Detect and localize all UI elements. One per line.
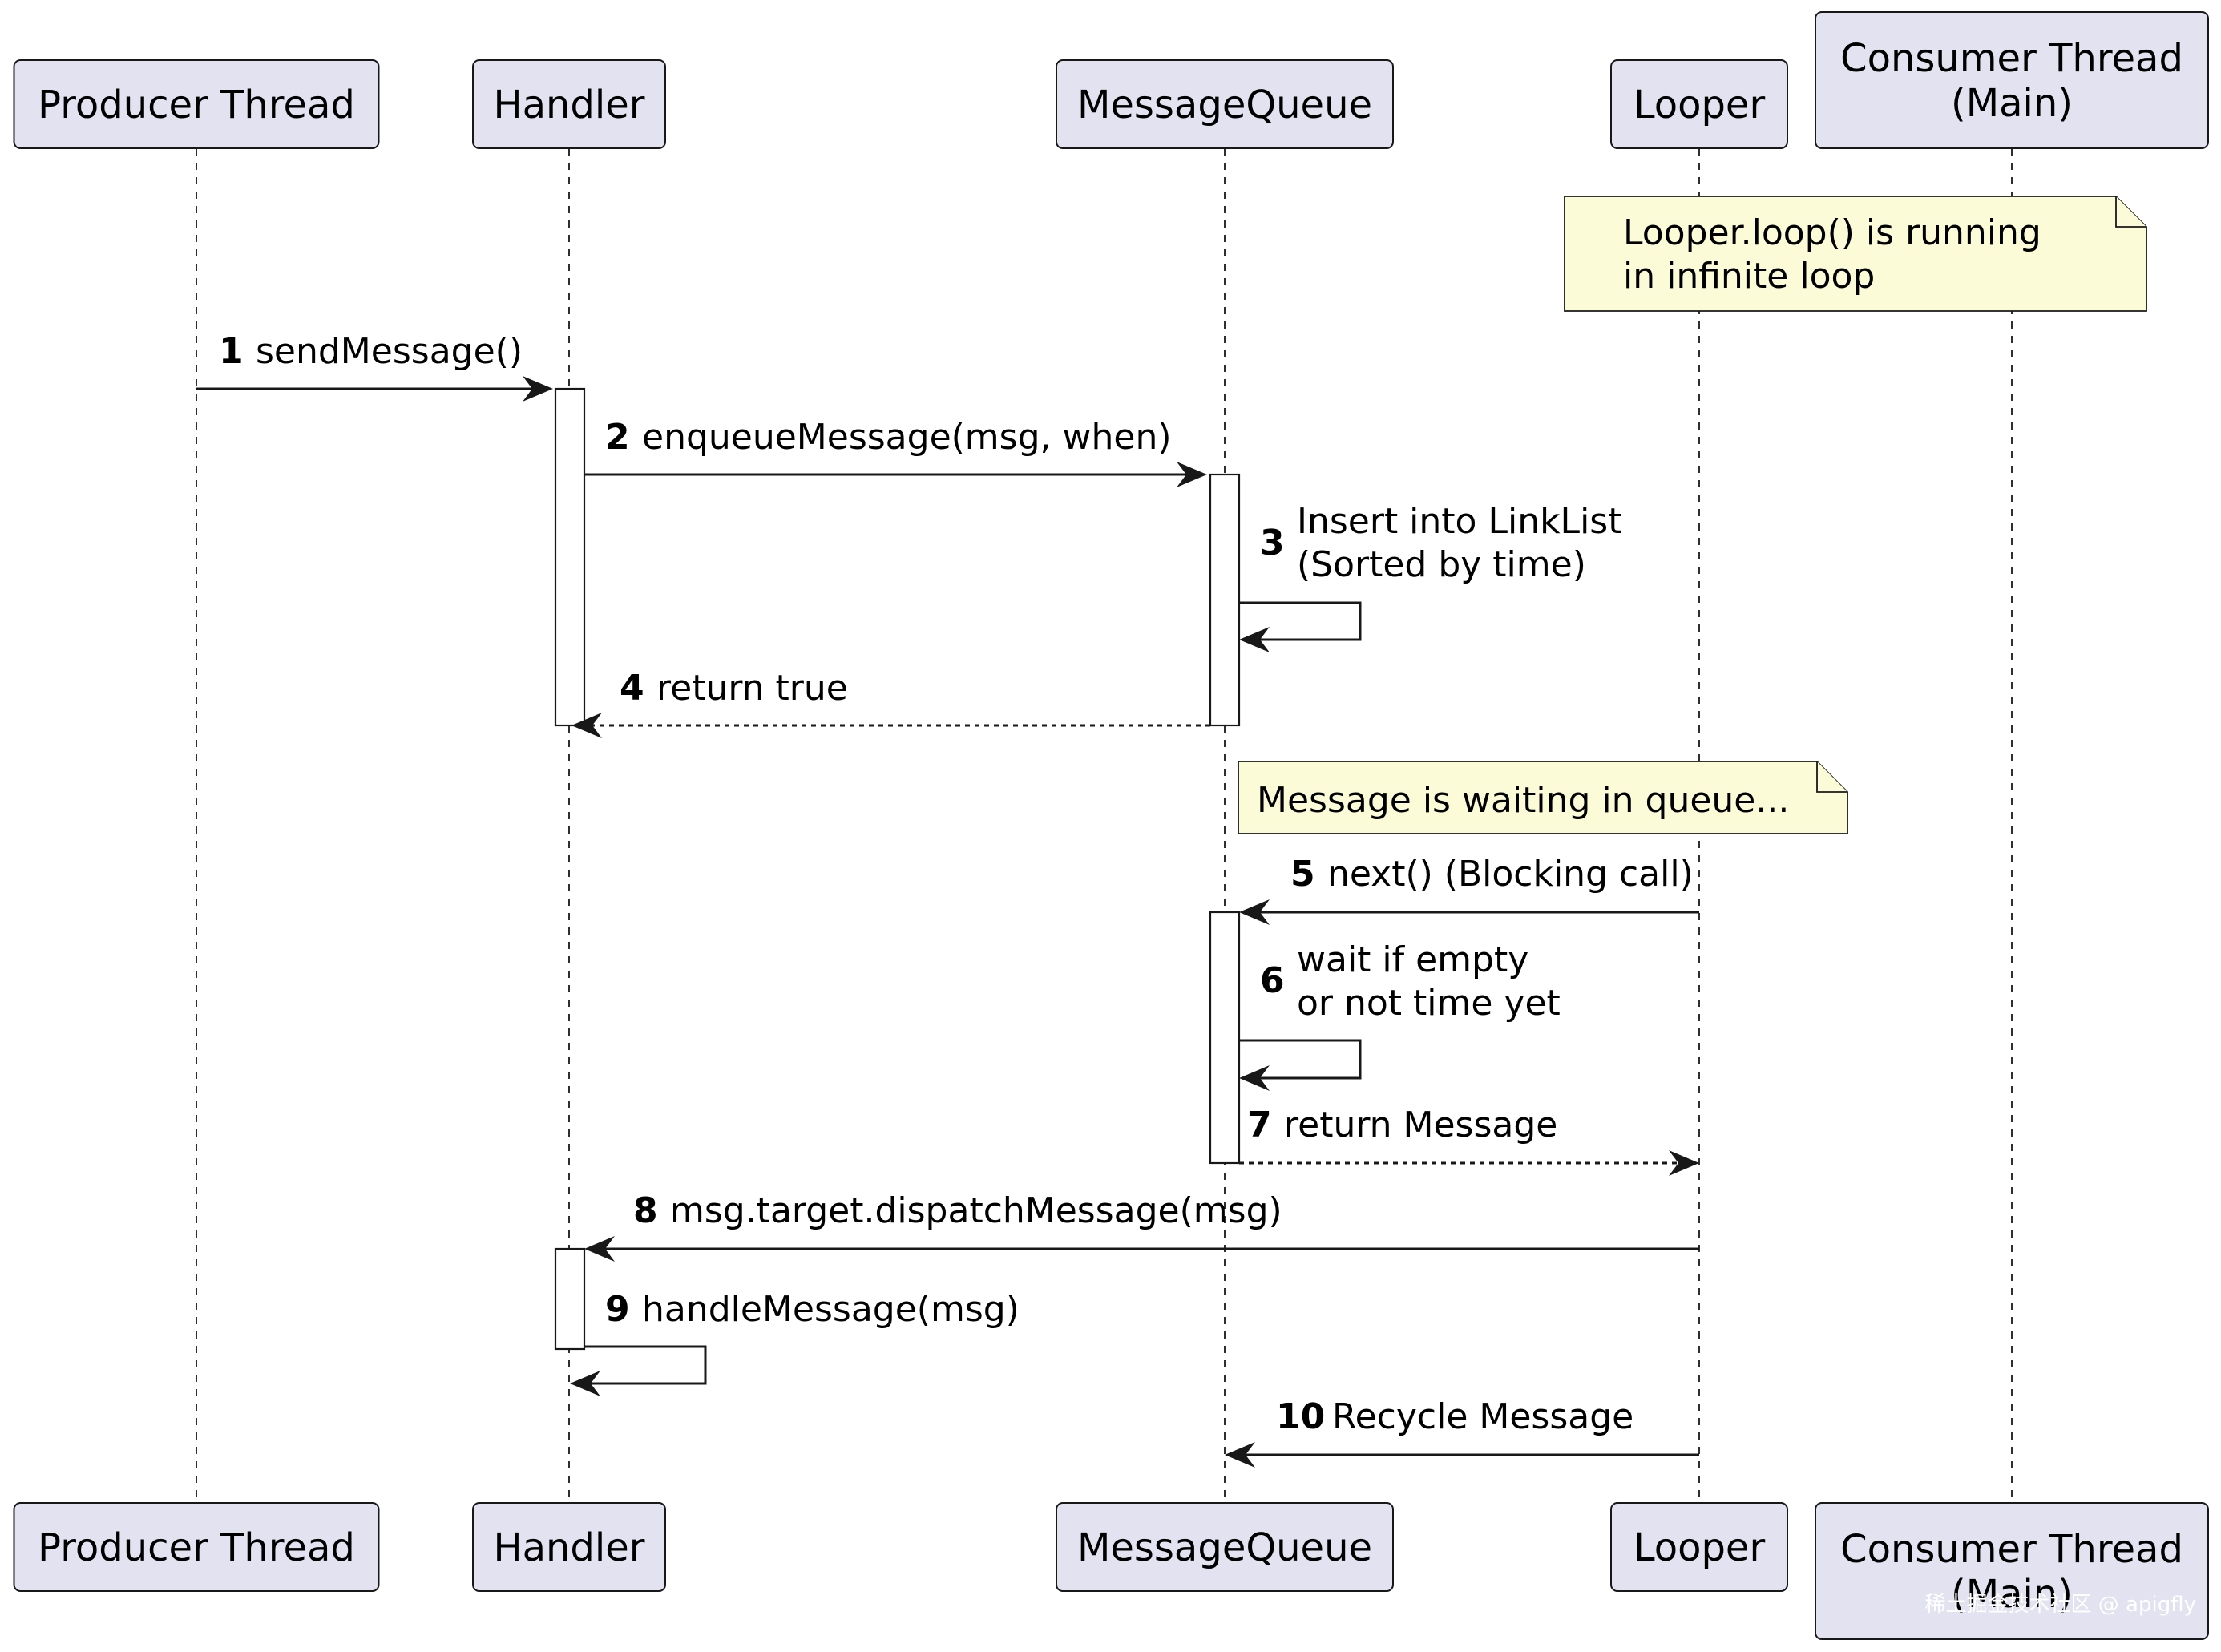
participant-label: Consumer Thread [1840, 1527, 2183, 1572]
message-number: 7 [1247, 1105, 1272, 1145]
message-8: 8 msg.target.dispatchMessage(msg) [584, 1190, 1699, 1262]
message-label: sendMessage() [256, 331, 523, 372]
note-text: Message is waiting in queue... [1257, 780, 1789, 821]
participant-box [1815, 11, 2209, 149]
message-9: 9 handleMessage(msg) [570, 1289, 1020, 1396]
message-label: next() (Blocking call) [1327, 854, 1694, 895]
arrowhead [1239, 899, 1270, 925]
participant-box [13, 59, 380, 149]
participant-label: Looper [1633, 83, 1766, 127]
message-label: or not time yet [1297, 983, 1561, 1024]
participant-handler-bottom: Handler [472, 1502, 666, 1592]
message-line [1239, 601, 1362, 641]
participant-consumer-bottom: Consumer Thread(Main) [1815, 1502, 2209, 1640]
participant-box [13, 1502, 380, 1592]
message-5: 5 next() (Blocking call) [1239, 854, 1699, 925]
note-text: in infinite loop [1623, 256, 1875, 297]
participant-box [1056, 59, 1394, 149]
activation-queue-1 [1209, 473, 1241, 727]
message-1: 1 sendMessage() [196, 331, 553, 402]
participant-label: Producer Thread [38, 1525, 355, 1570]
message-label: msg.target.dispatchMessage(msg) [670, 1190, 1282, 1231]
arrowhead [584, 1236, 615, 1262]
message-label: Recycle Message [1332, 1396, 1633, 1437]
message-number: 9 [605, 1289, 630, 1330]
message-label: return Message [1284, 1105, 1557, 1145]
participant-label: Producer Thread [38, 83, 355, 127]
note-corner-fold [2115, 196, 2146, 228]
arrowhead [1669, 1150, 1699, 1176]
message-label: wait if empty [1297, 939, 1528, 980]
activation-queue-2 [1209, 911, 1241, 1165]
arrowhead [571, 713, 602, 738]
note-box [1564, 196, 2147, 312]
message-number: 8 [633, 1190, 658, 1231]
message-label: handleMessage(msg) [642, 1289, 1020, 1330]
message-number: 5 [1290, 854, 1315, 895]
message-3: 3 Insert into LinkList(Sorted by time) [1239, 501, 1621, 652]
message-4: 4 return true [571, 668, 1210, 738]
message-label: return true [656, 668, 848, 709]
message-number: 10 [1276, 1396, 1325, 1437]
arrowhead [570, 1371, 600, 1396]
participant-queue-bottom: MessageQueue [1056, 1502, 1394, 1592]
note-message-waiting: Message is waiting in queue... [1238, 761, 1848, 834]
participant-label: Looper [1633, 1525, 1766, 1570]
participant-consumer-top: Consumer Thread(Main) [1815, 11, 2209, 149]
participant-label: Consumer Thread [1840, 36, 2183, 81]
message-2: 2 enqueueMessage(msg, when) [584, 417, 1207, 487]
participant-box [1815, 1502, 2209, 1640]
message-label: Insert into LinkList [1297, 501, 1621, 542]
message-number: 6 [1260, 960, 1285, 1001]
note-box [1238, 761, 1848, 834]
note-text: Looper.loop() is running [1623, 212, 2041, 253]
arrowhead [523, 376, 553, 402]
participant-producer-bottom: Producer Thread [13, 1502, 380, 1592]
activation-handler-2 [554, 1247, 586, 1351]
message-number: 1 [219, 331, 244, 372]
message-number: 3 [1260, 523, 1285, 563]
participant-queue-top: MessageQueue [1056, 59, 1394, 149]
participant-label: MessageQueue [1077, 83, 1372, 127]
participant-looper-bottom: Looper [1610, 1502, 1788, 1592]
participant-box [472, 1502, 666, 1592]
activation-handler-1 [554, 387, 586, 727]
arrowhead [1177, 462, 1207, 487]
message-number: 2 [605, 417, 630, 458]
participant-label: (Main) [1951, 81, 2073, 126]
participant-producer-top: Producer Thread [13, 59, 380, 149]
note-corner-fold [1816, 761, 1847, 793]
message-number: 4 [620, 668, 644, 709]
participant-box [1610, 59, 1788, 149]
participant-box [1610, 1502, 1788, 1592]
watermark-text: 稀土掘金技术社区 @ apigfly [1925, 1593, 2196, 1617]
arrowhead [1239, 1065, 1270, 1091]
participant-box [1056, 1502, 1394, 1592]
message-7: 7 return Message [1239, 1105, 1699, 1176]
participant-handler-top: Handler [472, 59, 666, 149]
participant-label: Handler [494, 83, 645, 127]
participant-label: (Main) [1951, 1572, 2073, 1617]
message-label: (Sorted by time) [1297, 544, 1586, 585]
message-line [584, 1345, 707, 1385]
message-line [1239, 1039, 1362, 1080]
arrowhead [1239, 627, 1270, 652]
participant-label: MessageQueue [1077, 1525, 1372, 1570]
participant-label: Handler [494, 1525, 645, 1570]
message-label: enqueueMessage(msg, when) [642, 417, 1172, 458]
participant-looper-top: Looper [1610, 59, 1788, 149]
arrowhead [1225, 1442, 1255, 1468]
participant-box [472, 59, 666, 149]
